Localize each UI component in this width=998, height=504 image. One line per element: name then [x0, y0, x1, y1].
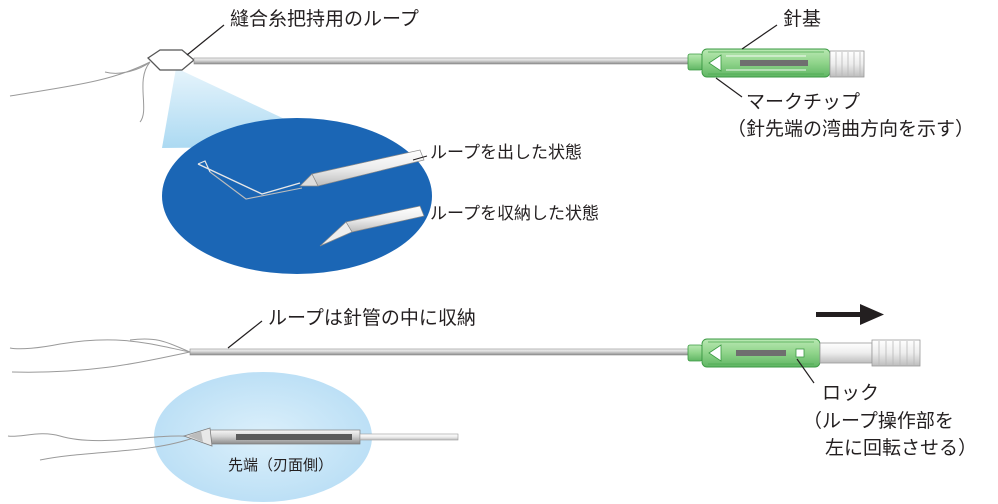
hub-leader-line: [741, 24, 778, 50]
lock-leader-line: [796, 358, 815, 384]
stored-label: ループは針管の中に収納: [268, 307, 476, 329]
needle-hub-top: [687, 48, 831, 78]
loop-stored-label: ループを収納した状態: [430, 204, 599, 224]
suture-thread-tip: [7, 433, 197, 461]
tip-view: [7, 372, 459, 502]
loop-out-leader-line: [412, 155, 428, 161]
bottom-needle-assembly: [9, 338, 921, 373]
loop-operating-cap-top: [829, 50, 865, 78]
needle-hub-bottom: [687, 338, 821, 368]
tip-label: 先端（刃面側）: [228, 456, 334, 474]
lock-note-line1: （ループ操作部を: [803, 410, 954, 432]
suture-thread-top: [9, 61, 151, 123]
magnified-view: [162, 118, 432, 274]
mark-tip-note: （針先端の湾曲方向を示す）: [727, 118, 975, 140]
stored-leader-line: [227, 320, 263, 349]
suture-loop: [146, 49, 196, 71]
needle-shaft-top: [193, 57, 691, 65]
mark-tip-icon: [708, 54, 722, 72]
mark-tip-label: マークチップ: [746, 91, 861, 113]
lock-label: ロック: [822, 382, 880, 404]
mark-tip-icon-bottom: [708, 344, 722, 362]
magnifier-ellipse: [162, 118, 432, 274]
suture-thread-bottom: [9, 338, 191, 373]
lock-notch: [795, 348, 805, 358]
loop-label: 縫合糸把持用のループ: [230, 8, 419, 30]
needle-loop-extended: [197, 149, 425, 200]
lock-note-line2: 左に回転させる）: [825, 437, 978, 459]
loop-out-label: ループを出した状態: [430, 143, 582, 163]
loop-operating-cap-bottom: [871, 339, 921, 367]
right-arrow-icon: [816, 304, 884, 325]
mark-tip-leader-line: [715, 77, 743, 98]
needle-loop-stored: [319, 205, 425, 247]
needle-shaft-bottom: [189, 348, 691, 356]
loop-leader-line: [186, 24, 225, 56]
loop-operating-rod: [819, 342, 873, 364]
hub-label: 針基: [783, 8, 822, 30]
